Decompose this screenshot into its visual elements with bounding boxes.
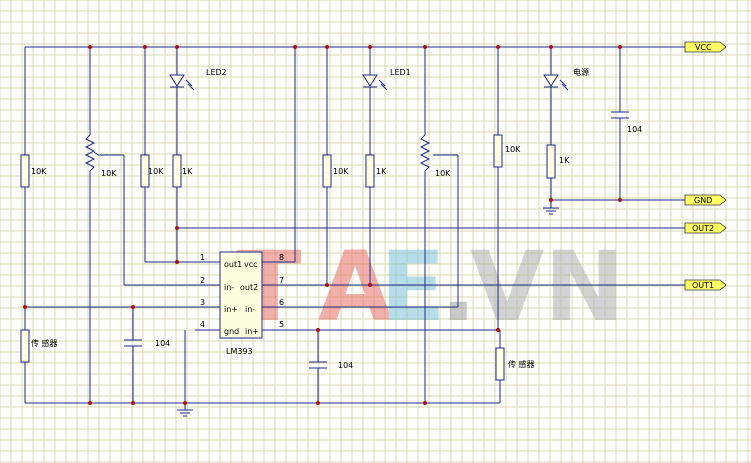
- sensor-left: 传 感器: [20, 329, 58, 403]
- vcc-bus: [24, 46, 685, 262]
- ic-pin-2: 2: [200, 276, 205, 285]
- resistor-led2-bias: 10K: [140, 154, 195, 263]
- resistor-led1-label: 1K: [376, 167, 387, 176]
- capacitor-left-label: 104: [155, 339, 170, 348]
- potentiometer-left-label: 10K: [101, 169, 117, 178]
- watermark-a: A: [318, 231, 392, 343]
- resistor-power: 1K: [546, 144, 570, 179]
- potentiometer-right-label: 10K: [435, 169, 451, 178]
- ic-inner-in-minus-b: in-: [245, 305, 255, 314]
- ic-pin-4: 4: [200, 320, 205, 329]
- net-label-out1-text: OUT1: [692, 281, 714, 290]
- ic-name: LM393: [226, 347, 253, 356]
- resistor-led2-label: 1K: [182, 167, 193, 176]
- ic-pin-7: 7: [279, 276, 284, 285]
- capacitor-mid-label: 104: [338, 361, 353, 370]
- net-label-gnd: GND: [684, 194, 727, 206]
- resistor-led2-bias-label: 10K: [148, 167, 164, 176]
- ic-pin-3: 3: [200, 298, 205, 307]
- resistor-left-label: 10K: [31, 167, 47, 176]
- led1-label: LED1: [390, 68, 411, 77]
- net-label-out2: OUT2: [684, 222, 727, 234]
- sensor-right: 传 感器: [495, 330, 535, 403]
- net-label-out1: OUT1: [684, 279, 727, 291]
- led-power-label: 电源: [573, 67, 589, 77]
- net-label-gnd-text: GND: [694, 196, 712, 205]
- resistor-power-label: 1K: [559, 156, 570, 165]
- net-label-vcc-text: VCC: [695, 43, 712, 52]
- resistor-mid-label: 10K: [333, 167, 349, 176]
- ic-pin-1: 1: [200, 253, 205, 262]
- potentiometer-right: 10K: [295, 134, 459, 403]
- net-label-vcc: VCC: [684, 41, 727, 53]
- potentiometer-left: 10K: [84, 134, 195, 403]
- net-label-out2-text: OUT2: [692, 224, 714, 233]
- resistor-led1: 1K: [365, 154, 387, 285]
- ic-pin-6: 6: [279, 298, 284, 307]
- led1: LED1: [362, 68, 411, 155]
- led2: LED2: [169, 68, 227, 155]
- led2-label: LED2: [206, 68, 227, 77]
- sensor-right-label: 传 感器: [508, 359, 535, 369]
- ic-inner-in-plus-a: in+: [224, 305, 238, 314]
- resistor-mid: 10K: [295, 154, 685, 286]
- sensor-left-label: 传 感器: [31, 338, 58, 348]
- watermark-vn: VN: [470, 231, 625, 343]
- ic-pin-5: 5: [279, 320, 284, 329]
- capacitor-top-label: 104: [627, 125, 642, 134]
- capacitor-mid: 104: [309, 330, 353, 403]
- resistor-right-label: 10K: [505, 145, 521, 154]
- watermark-e: E: [380, 231, 446, 343]
- capacitor-top: 104: [611, 111, 642, 134]
- ic-inner-in-plus-b: in+: [245, 327, 259, 336]
- resistor-right: 10K: [295, 134, 521, 331]
- ic-inner-out2: out2: [240, 283, 258, 292]
- junctions: [23, 45, 622, 405]
- ic-inner-vcc: vcc: [244, 260, 258, 269]
- ic-lm393: 1 2 3 4 8 7 6 5 out1 in- in+ gnd vcc out…: [195, 251, 295, 356]
- capacitor-left: 104: [25, 306, 195, 403]
- ic-inner-gnd: gnd: [224, 327, 239, 336]
- ic-pin-8: 8: [279, 253, 284, 262]
- ground-symbol-bottom: [177, 409, 193, 417]
- led-power: 电源: [543, 67, 589, 145]
- watermark: T A E . VN: [236, 231, 625, 343]
- gnd-bus: [25, 122, 685, 410]
- resistor-led2: 1K: [172, 154, 685, 262]
- ic-inner-in-minus-a: in-: [224, 283, 234, 292]
- ground-symbol-right: [543, 207, 559, 215]
- ic-inner-out1: out1: [224, 260, 242, 269]
